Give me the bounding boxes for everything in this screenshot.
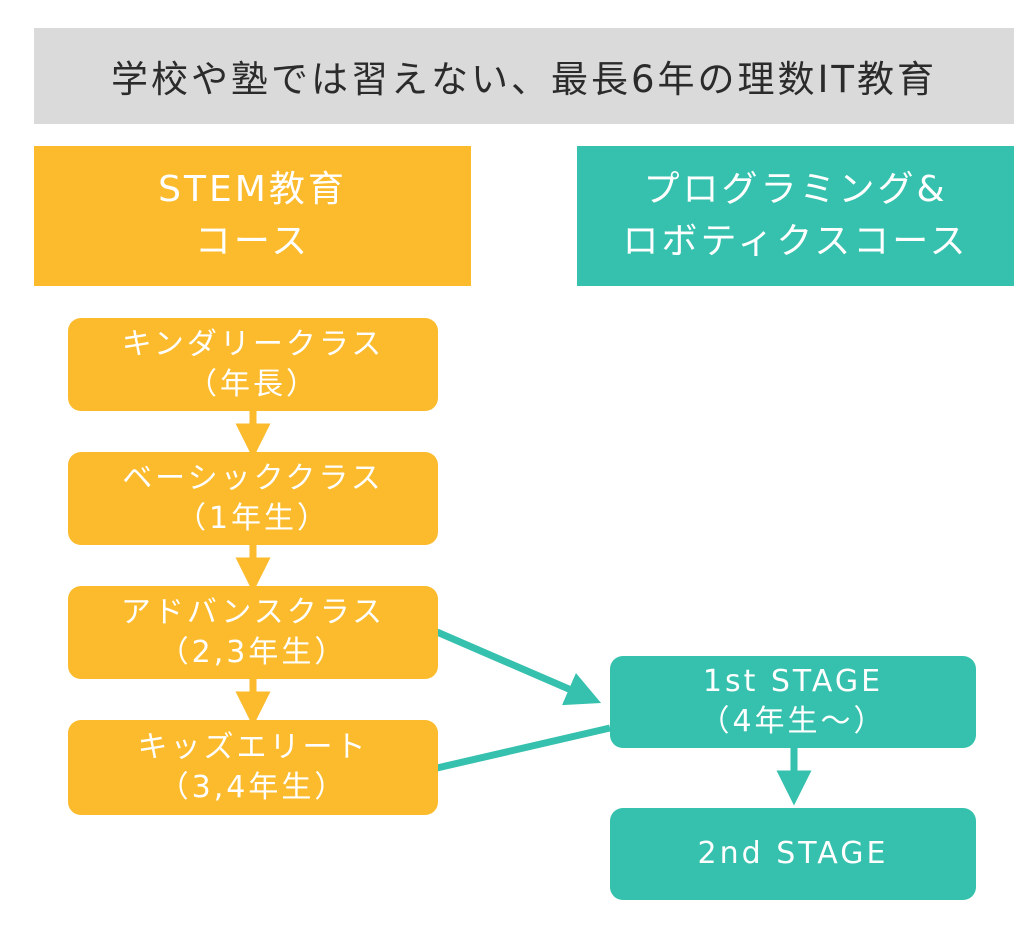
node-kindergarten-label: キンダリークラス (121, 326, 385, 362)
page-title: 学校や塾では習えない、最長6年の理数IT教育 (110, 58, 938, 101)
node-basic-class: ベーシッククラス （1年生） (68, 452, 438, 545)
stem-course-header: STEM教育 コース (34, 146, 471, 286)
node-kindergarten-class: キンダリークラス （年長） (68, 318, 438, 411)
node-advance-label: アドバンスクラス (120, 594, 386, 630)
node-kids-elite: キッズエリート （3,4年生） (68, 720, 438, 815)
node-kindergarten-grade: （年長） (187, 366, 319, 402)
node-1st-stage: 1st STAGE （4年生～） (610, 656, 976, 748)
node-kids-elite-label: キッズエリート (137, 729, 369, 765)
edge-advance-to-stage1 (435, 628, 602, 706)
stem-course-title: STEM教育 (158, 169, 347, 210)
node-advance-class: アドバンスクラス （2,3年生） (68, 586, 438, 679)
node-1st-stage-grade: （4年生～） (699, 704, 887, 739)
node-1st-stage-label: 1st STAGE (702, 664, 884, 699)
node-kids-elite-grade: （3,4年生） (158, 769, 348, 805)
node-basic-label: ベーシッククラス (122, 460, 384, 496)
node-advance-grade: （2,3年生） (158, 634, 348, 670)
edge-kids-elite-to-stage1 (436, 724, 611, 772)
node-2nd-stage-label: 2nd STAGE (697, 836, 889, 871)
title-banner: 学校や塾では習えない、最長6年の理数IT教育 (34, 28, 1014, 124)
programming-course-header: プログラミング& ロボティクスコース (577, 146, 1014, 286)
programming-course-title: プログラミング& (643, 169, 948, 210)
node-2nd-stage: 2nd STAGE (610, 808, 976, 900)
node-basic-grade: （1年生） (175, 500, 331, 536)
stem-course-subtitle: コース (194, 221, 311, 262)
programming-course-subtitle: ロボティクスコース (622, 221, 969, 262)
